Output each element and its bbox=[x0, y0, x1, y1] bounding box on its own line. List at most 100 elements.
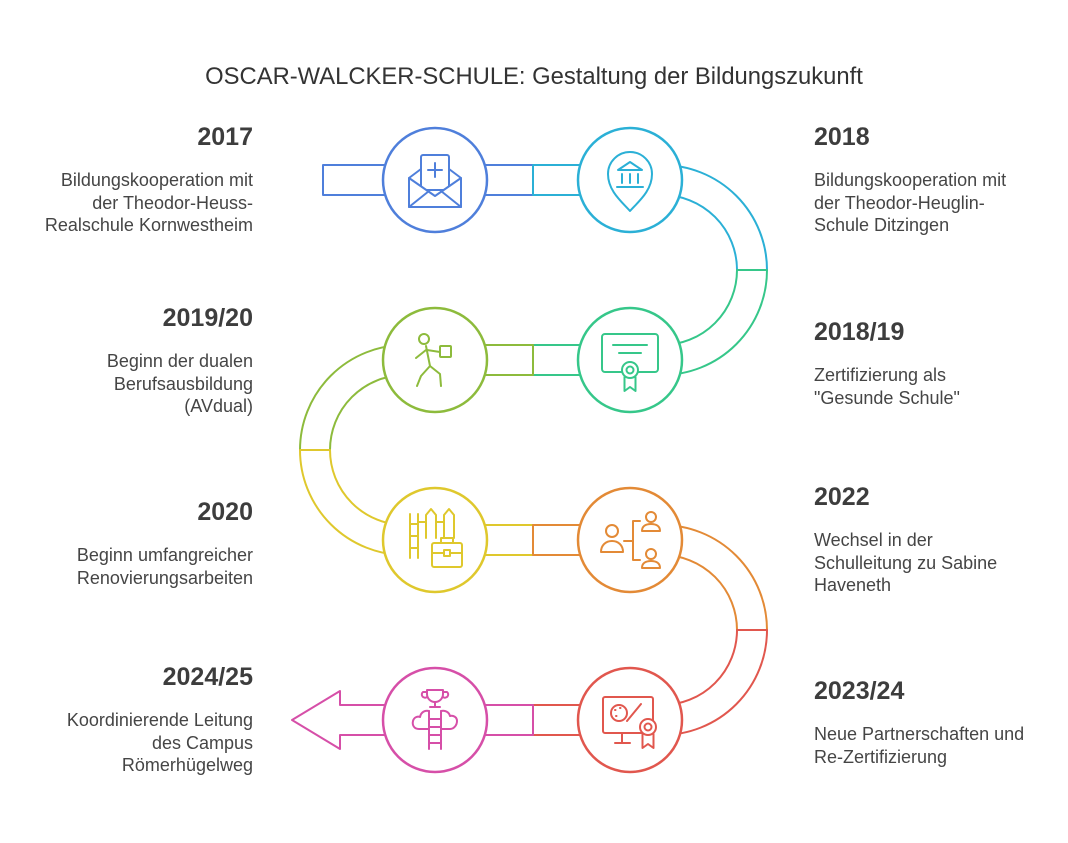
description-line: der Theodor-Heuss- bbox=[92, 192, 253, 213]
cloud-right bbox=[440, 709, 458, 730]
member-top-head bbox=[645, 511, 657, 523]
bank-columns bbox=[621, 173, 639, 184]
worker-figure-icon bbox=[415, 333, 452, 387]
milestone-year: 2020 bbox=[197, 498, 253, 526]
description-line: Haveneth bbox=[814, 575, 892, 595]
mail-plus-icon bbox=[408, 154, 462, 208]
milestone-year: 2018 bbox=[814, 123, 870, 151]
certificate-icon bbox=[601, 333, 659, 392]
toolbox-handle bbox=[440, 537, 454, 544]
milestone-year: 2019/20 bbox=[162, 304, 253, 332]
description-line: "Gesunde Schule" bbox=[814, 387, 960, 408]
bank-location-pin-icon bbox=[607, 151, 653, 212]
milestone-2020: 2020 Beginn umfangreicher Renovierungsar… bbox=[0, 497, 253, 589]
milestone-2024-25: 2024/25 Koordinierende Leitung des Campu… bbox=[0, 662, 253, 777]
milestone-2018-19: 2018/19 Zertifizierung als "Gesunde Schu… bbox=[814, 317, 1064, 409]
ladder-post bbox=[409, 513, 419, 559]
certificate-seal bbox=[621, 361, 639, 379]
ladder-rungs bbox=[428, 718, 442, 744]
description-line: Bildungskooperation mit bbox=[814, 170, 1007, 190]
milestone-description: Zertifizierung als "Gesunde Schule" bbox=[814, 364, 1064, 409]
milestone-2018: 2018 Bildungskooperation mit der Theodor… bbox=[814, 122, 1064, 237]
badge-center bbox=[643, 722, 653, 732]
node-circle-2023-24 bbox=[576, 666, 684, 774]
monitor-stand bbox=[614, 732, 631, 744]
figure-head bbox=[418, 333, 430, 345]
description-line: Zertifizierung als bbox=[814, 365, 947, 385]
hierarchy-connector bbox=[623, 520, 641, 561]
milestone-description: Bildungskooperation mit der Theodor-Heug… bbox=[814, 169, 1064, 237]
node-circle-2020 bbox=[381, 486, 489, 594]
page-title: OSCAR-WALCKER-SCHULE: Gestaltung der Bil… bbox=[205, 63, 863, 90]
bank-roof bbox=[617, 161, 643, 171]
milestone-year: 2023/24 bbox=[814, 677, 905, 705]
timeline-path bbox=[291, 164, 768, 750]
seal-center bbox=[625, 365, 635, 375]
paint-palette bbox=[610, 704, 628, 722]
toolbox-clasp bbox=[443, 549, 451, 557]
milestone-2023-24: 2023/24 Neue Partnerschaften und Re-Zert… bbox=[814, 676, 1064, 768]
description-line: Wechsel in der bbox=[814, 530, 933, 550]
description-line: Renovierungsarbeiten bbox=[76, 567, 253, 588]
milestone-node-2022 bbox=[576, 486, 684, 594]
description-line: (AVdual) bbox=[184, 396, 253, 416]
cloud-left bbox=[411, 709, 430, 730]
milestone-node-2020 bbox=[381, 486, 489, 594]
paint-brush bbox=[626, 703, 642, 722]
trophy-base bbox=[429, 701, 441, 708]
milestone-node-2019-20 bbox=[381, 306, 489, 414]
milestone-node-2024-25 bbox=[381, 666, 489, 774]
leader-body bbox=[600, 540, 624, 553]
node-circle-2019-20 bbox=[381, 306, 489, 414]
milestone-year: 2022 bbox=[814, 483, 870, 511]
description-line: Koordinierende Leitung bbox=[66, 710, 253, 730]
milestone-node-2017 bbox=[381, 126, 489, 234]
location-pin bbox=[607, 151, 653, 212]
member-bottom-body bbox=[641, 560, 661, 569]
trophy-handles bbox=[420, 691, 450, 699]
trophy-cup bbox=[426, 689, 444, 703]
description-line: Bildungskooperation mit bbox=[60, 170, 253, 190]
milestone-description: Wechsel in der Schulleitung zu Sabine Ha… bbox=[814, 529, 1064, 597]
badge-ribbon bbox=[641, 733, 655, 749]
fence-toolbox-icon bbox=[409, 508, 463, 568]
description-line: Realschule Kornwestheim bbox=[44, 215, 253, 235]
milestone-node-2018 bbox=[576, 126, 684, 234]
description-line: Schule Ditzingen bbox=[814, 215, 950, 235]
envelope-back bbox=[408, 168, 462, 179]
milestone-description: Beginn umfangreicher Renovierungsarbeite… bbox=[0, 544, 253, 589]
certificate-text-lines bbox=[612, 344, 648, 354]
held-box bbox=[439, 345, 452, 358]
ladder-trophy-icon bbox=[411, 689, 458, 750]
description-line: Re-Zertifizierung bbox=[814, 746, 948, 767]
monitor-screen bbox=[602, 696, 654, 734]
figure-legs bbox=[416, 365, 442, 387]
award-badge bbox=[639, 718, 657, 736]
member-top-body bbox=[641, 523, 661, 532]
milestone-description: Neue Partnerschaften und Re-Zertifizieru… bbox=[814, 723, 1064, 768]
description-line: Neue Partnerschaften und bbox=[814, 724, 1025, 744]
envelope-front bbox=[408, 177, 462, 208]
envelope-folds bbox=[408, 190, 462, 208]
milestone-2019-20: 2019/20 Beginn der dualen Berufsausbildu… bbox=[0, 303, 253, 418]
art-monitor-badge-icon bbox=[602, 696, 657, 749]
milestone-2022: 2022 Wechsel in der Schulleitung zu Sabi… bbox=[814, 482, 1064, 597]
plus-sign bbox=[427, 162, 443, 178]
milestone-description: Bildungskooperation mit der Theodor-Heus… bbox=[0, 169, 253, 237]
team-hierarchy-icon bbox=[600, 511, 661, 569]
milestone-node-2018-19 bbox=[576, 306, 684, 414]
milestone-description: Beginn der dualen Berufsausbildung (AVdu… bbox=[0, 350, 253, 418]
milestone-description: Koordinierende Leitung des Campus Römerh… bbox=[0, 709, 253, 777]
member-bottom-head bbox=[645, 548, 657, 560]
description-line: Schulleitung zu Sabine bbox=[814, 552, 998, 573]
figure-arms bbox=[415, 349, 441, 359]
description-line: Beginn der dualen bbox=[106, 351, 253, 371]
description-line: der Theodor-Heuglin- bbox=[814, 192, 985, 213]
description-line: Römerhügelweg bbox=[121, 755, 253, 775]
milestone-year: 2024/25 bbox=[162, 663, 253, 691]
leader-head bbox=[605, 524, 619, 538]
milestone-2017: 2017 Bildungskooperation mit der Theodor… bbox=[0, 122, 253, 237]
description-line: Berufsausbildung bbox=[113, 373, 253, 394]
node-circle-2018-19 bbox=[576, 306, 684, 414]
